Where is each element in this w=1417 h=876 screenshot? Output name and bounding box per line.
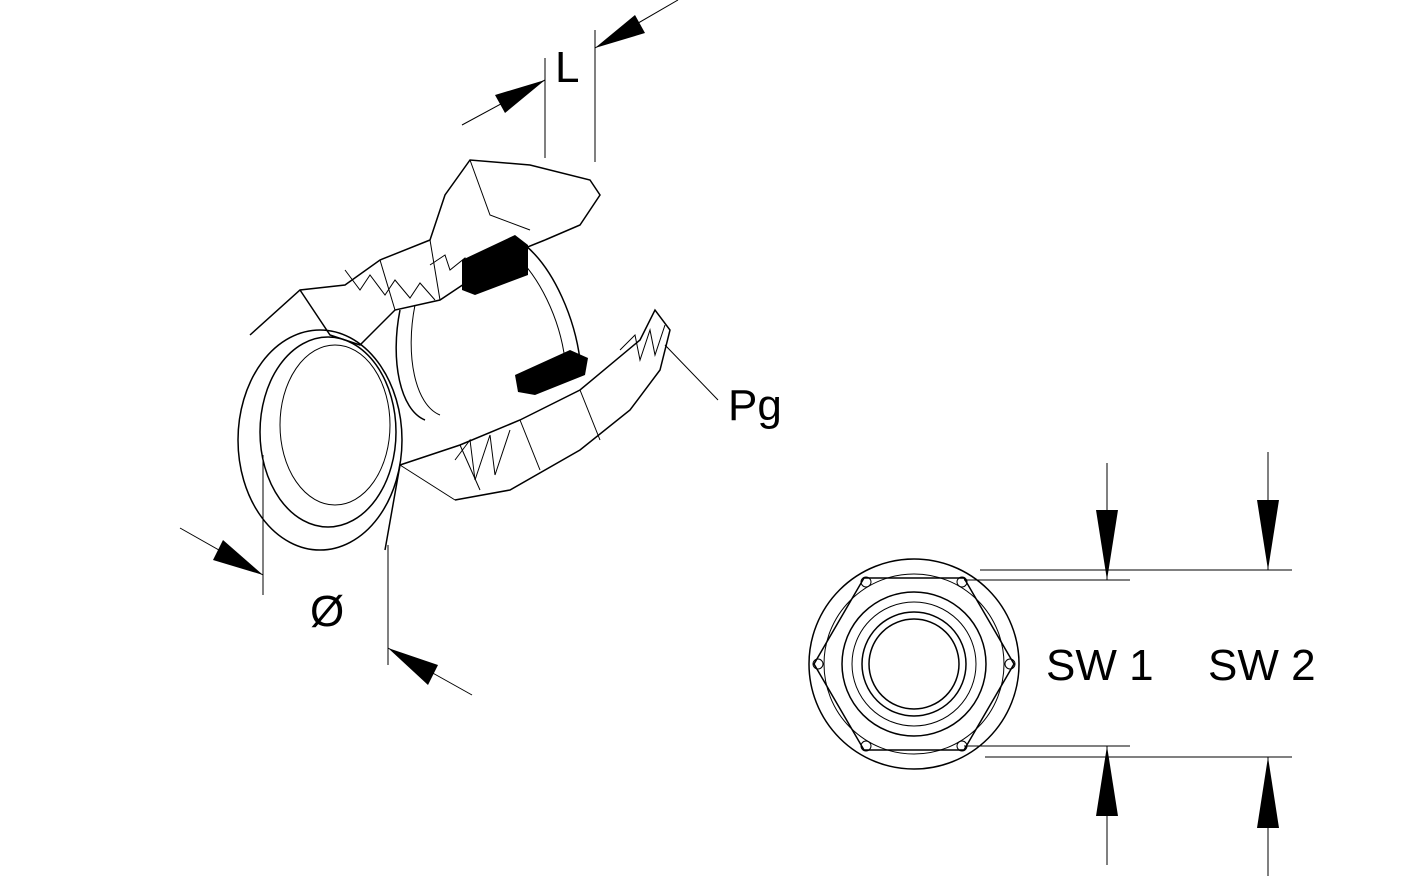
fitting-front-view	[808, 558, 1020, 770]
length-label: L	[555, 43, 579, 92]
dimension-sw2: SW 2	[980, 452, 1316, 876]
dimension-sw1: SW 1	[964, 463, 1154, 865]
diameter-label: Ø	[310, 587, 344, 636]
sw1-label: SW 1	[1046, 641, 1154, 690]
dimension-length: L	[461, 0, 679, 162]
thread-label: Pg	[728, 381, 782, 430]
sw2-label: SW 2	[1208, 641, 1316, 690]
thread-leader: Pg	[664, 344, 782, 430]
fitting-cutaway-view	[237, 159, 671, 551]
dimension-diameter: Ø	[179, 455, 473, 696]
